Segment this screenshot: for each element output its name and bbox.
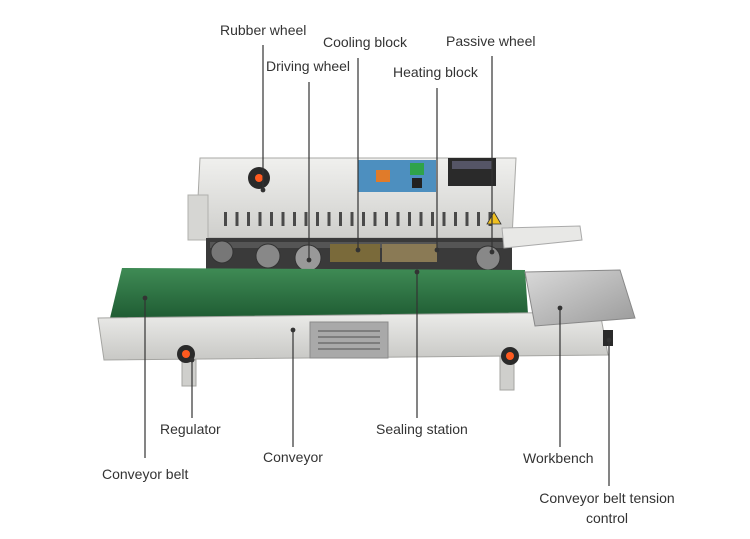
label-workbench: Workbench <box>523 450 594 466</box>
vent-slot <box>362 212 365 226</box>
vent-slot <box>304 212 308 226</box>
label-cooling-block: Cooling block <box>323 34 408 50</box>
passive-wheel-shape <box>475 245 501 271</box>
label-sealing-station: Sealing station <box>376 421 468 437</box>
label-tension-control-line2: control <box>585 510 629 526</box>
label-heating-block: Heating block <box>393 64 478 80</box>
vent-slot <box>465 212 469 226</box>
vent-slot <box>408 212 411 226</box>
vent-slot <box>385 212 388 226</box>
vent-slot <box>293 212 296 226</box>
vent-slot <box>442 212 446 226</box>
vent-slot <box>224 212 227 226</box>
conveyor-belt-surface <box>110 268 528 318</box>
indicator-orange <box>376 170 390 182</box>
vent-slot <box>373 212 377 226</box>
vent-slot <box>327 212 331 226</box>
vent-slot <box>247 212 250 226</box>
label-rubber-wheel: Rubber wheel <box>220 22 307 38</box>
dial-knob-panel <box>412 178 422 188</box>
conveyor-assembly <box>97 268 636 391</box>
label-conveyor: Conveyor <box>263 449 323 465</box>
label-conveyor-belt: Conveyor belt <box>102 466 189 482</box>
vent-slot <box>281 212 285 226</box>
vent-slot <box>419 212 423 226</box>
label-tension-control-line1: Conveyor belt tension <box>539 490 675 506</box>
vent-slot <box>235 212 239 226</box>
vent-slot <box>316 212 319 226</box>
label-driving-wheel: Driving wheel <box>266 58 351 74</box>
vent-slot <box>396 212 400 226</box>
vent-slot <box>270 212 273 226</box>
wheel-1 <box>210 240 234 264</box>
vent-slot <box>350 212 354 226</box>
control-panel <box>358 160 436 192</box>
leader-lines <box>144 45 610 486</box>
label-passive-wheel: Passive wheel <box>446 33 536 49</box>
warning-sticker <box>486 211 502 225</box>
vent-slot <box>477 212 480 226</box>
vent-slots <box>224 212 492 226</box>
workbench-plate <box>524 269 636 327</box>
indicator-green <box>410 163 424 175</box>
output-tray <box>501 225 583 249</box>
label-tension-control: Conveyor belt tension control <box>537 490 677 527</box>
vent-slot <box>431 212 434 226</box>
vent-slot <box>339 212 342 226</box>
vent-slot <box>258 212 262 226</box>
wheel-2 <box>255 243 281 269</box>
nameplate <box>309 321 389 359</box>
sealer-housing <box>187 157 583 272</box>
label-regulator: Regulator <box>160 421 221 437</box>
vent-slot <box>454 212 457 226</box>
